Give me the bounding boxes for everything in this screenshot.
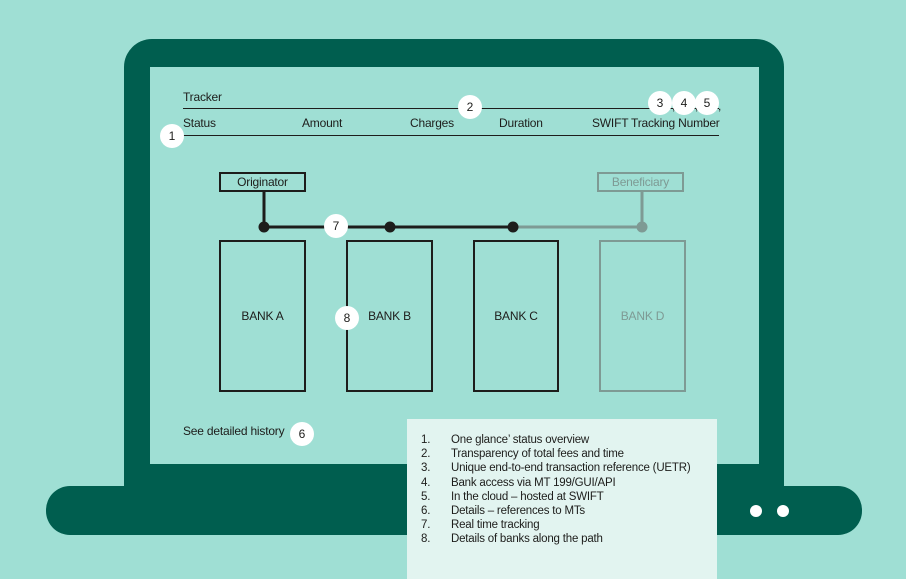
legend-item: 7.Real time tracking: [421, 519, 540, 532]
badge-3: 3: [648, 91, 672, 115]
bank-c-box[interactable]: BANK C: [473, 240, 559, 392]
legend-item: 4.Bank access via MT 199/GUI/API: [421, 476, 616, 489]
column-duration[interactable]: Duration: [499, 116, 543, 130]
column-charges[interactable]: Charges: [410, 116, 454, 130]
bank-d-label: BANK D: [620, 309, 665, 323]
badge-8: 8: [335, 306, 359, 330]
badge-2: 2: [458, 95, 482, 119]
indicator-light-right: [777, 505, 789, 517]
tracker-rule-bottom: [183, 135, 719, 136]
beneficiary-label: Beneficiary: [597, 172, 684, 192]
bank-d-box[interactable]: BANK D: [599, 240, 686, 392]
tracker-title: Tracker: [183, 90, 222, 104]
path-node-b[interactable]: [384, 221, 396, 233]
laptop-screen: [150, 67, 759, 464]
legend-list: 1.One glance’ status overview 2.Transpar…: [407, 419, 717, 547]
badge-5: 5: [695, 91, 719, 115]
badge-4: 4: [672, 91, 696, 115]
legend-panel: 1.One glance’ status overview 2.Transpar…: [407, 419, 717, 579]
legend-item: 5.In the cloud – hosted at SWIFT: [421, 490, 604, 503]
badge-separator: ,: [718, 99, 722, 113]
tracker-rule-top: [183, 108, 719, 109]
path-node-c[interactable]: [507, 221, 519, 233]
badge-6: 6: [290, 422, 314, 446]
see-detailed-history-link[interactable]: See detailed history: [183, 424, 285, 438]
column-status[interactable]: Status: [183, 116, 216, 130]
bank-b-label: BANK B: [368, 309, 411, 323]
legend-item: 2.Transparency of total fees and time: [421, 448, 624, 461]
bank-c-label: BANK C: [494, 309, 538, 323]
path-node-a[interactable]: [258, 221, 270, 233]
legend-item: 3.Unique end-to-end transaction referenc…: [421, 462, 691, 475]
legend-item: 8.Details of banks along the path: [421, 533, 603, 546]
column-amount[interactable]: Amount: [302, 116, 343, 130]
bank-a-box[interactable]: BANK A: [219, 240, 306, 392]
badge-1: 1: [160, 124, 184, 148]
path-node-d[interactable]: [636, 221, 648, 233]
originator-label: Originator: [219, 172, 306, 192]
badge-7: 7: [324, 214, 348, 238]
bank-b-box[interactable]: BANK B: [346, 240, 433, 392]
legend-item: 1.One glance’ status overview: [421, 434, 589, 446]
bank-a-label: BANK A: [241, 309, 284, 323]
legend-item: 6.Details – references to MTs: [421, 505, 585, 518]
column-swift-tracking-number[interactable]: SWIFT Tracking Number: [592, 116, 720, 130]
indicator-light-left: [750, 505, 762, 517]
